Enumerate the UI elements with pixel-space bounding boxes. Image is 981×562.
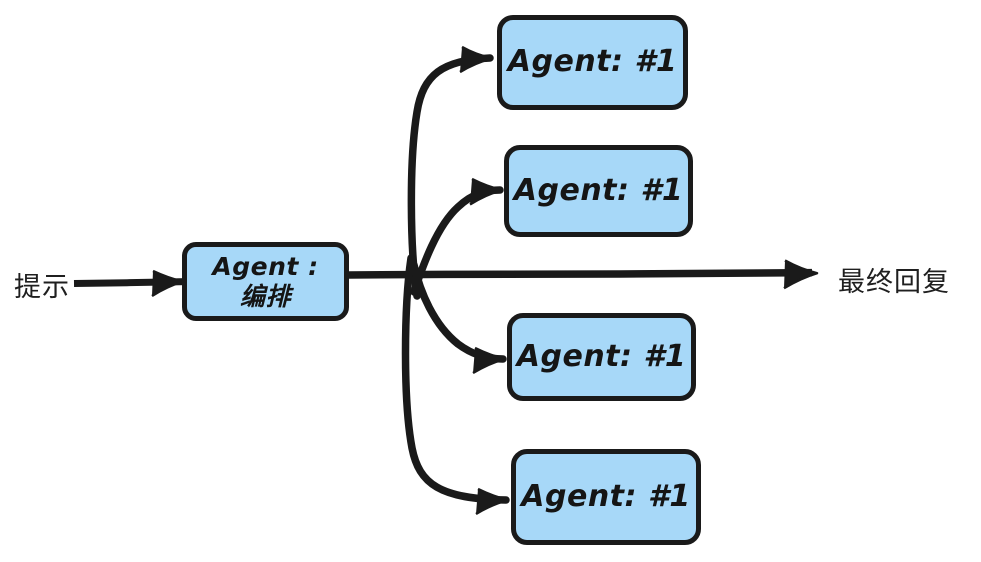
node-agent-2[interactable]: Agent: #1: [504, 145, 693, 237]
node-agent-3-label: Agent: #1: [516, 338, 687, 374]
node-agent-2-label: Agent: #1: [513, 172, 684, 208]
edge-junction-to-agent-1: [407, 45, 494, 300]
node-agent-4[interactable]: Agent: #1: [511, 449, 701, 545]
edge-orchestrator-to-final: [348, 259, 819, 290]
node-orchestrator[interactable]: Agent : 编排: [182, 242, 349, 321]
node-agent-1[interactable]: Agent: #1: [497, 15, 688, 110]
edge-junction-to-agent-2: [410, 177, 504, 296]
input-label-prompt: 提示: [14, 272, 70, 303]
edge-junction-to-agent-4: [401, 254, 510, 516]
node-agent-4-label: Agent: #1: [521, 478, 691, 514]
output-label-final-reply: 最终回复: [838, 267, 950, 298]
edge-prompt-to-orchestrator: [73, 269, 187, 298]
edge-junction-to-agent-3: [410, 261, 507, 375]
node-agent-3[interactable]: Agent: #1: [507, 313, 696, 401]
node-agent-1-label: Agent: #1: [507, 44, 678, 80]
node-orchestrator-label: Agent : 编排: [212, 251, 319, 311]
